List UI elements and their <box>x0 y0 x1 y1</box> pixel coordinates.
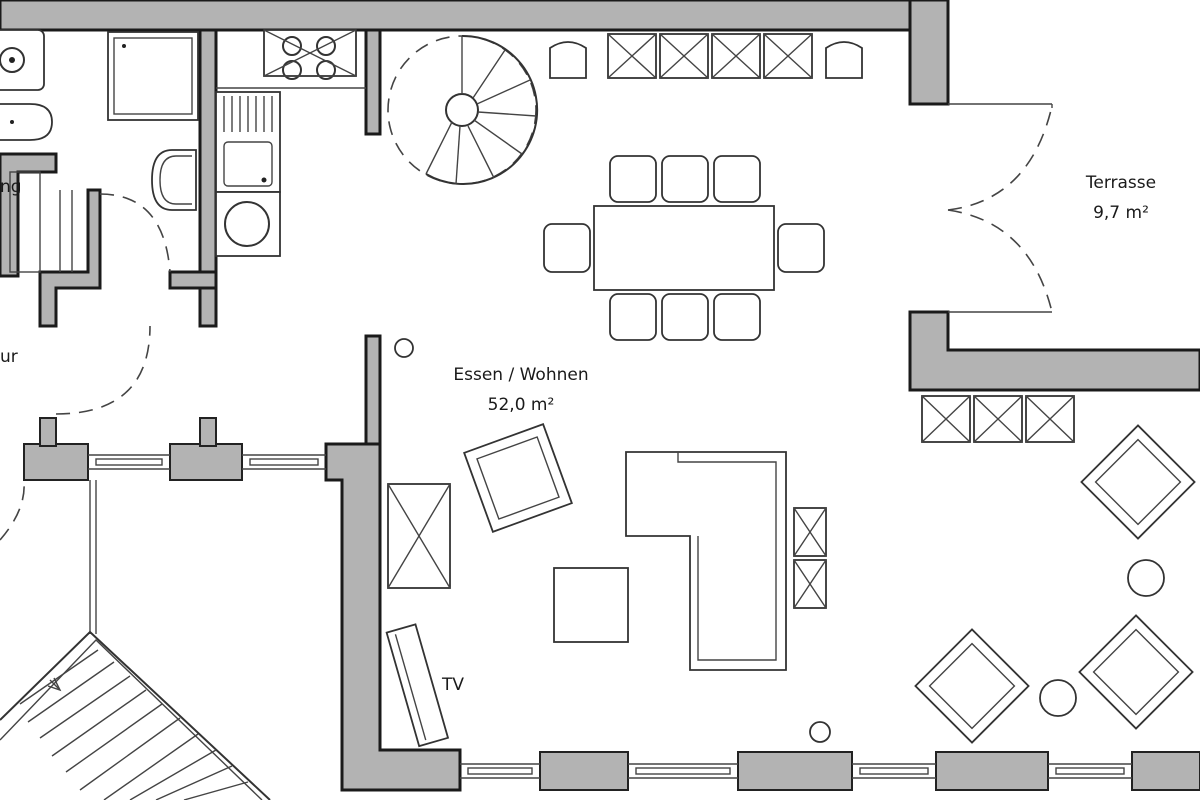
stair-treads <box>19 649 249 800</box>
windows <box>88 454 1132 779</box>
plant-2 <box>809 721 831 743</box>
plant-1 <box>394 338 414 358</box>
pier-2 <box>169 443 243 481</box>
bottom-pier-1 <box>539 751 629 791</box>
shower-tray <box>107 31 199 121</box>
chair-top-2 <box>825 41 863 79</box>
partition-mid <box>364 334 382 446</box>
living-room-name: Essen / Wohnen <box>453 365 588 385</box>
terrace-lower-wall <box>908 310 1200 392</box>
sofa <box>625 451 787 671</box>
bathroom-fixtures <box>0 29 199 273</box>
door-swing-lower-left <box>0 481 25 541</box>
terrace-name: Terrasse <box>1085 173 1156 193</box>
labels: Essen / Wohnen 52,0 m² Terrasse 9,7 m² n… <box>0 173 1156 695</box>
side-table-2 <box>1039 679 1077 717</box>
door-swing-left <box>99 193 171 273</box>
terrace-door-upper <box>947 105 1053 211</box>
left-partition-b <box>38 188 102 328</box>
terrace-door-lower <box>947 209 1053 313</box>
staircase <box>0 480 271 800</box>
pier-4 <box>199 417 217 447</box>
lounge-chair-2 <box>914 628 1030 744</box>
spiral-staircase <box>387 34 539 185</box>
shelf-boxes <box>607 33 813 79</box>
lounge-furniture <box>914 395 1196 744</box>
wash-basin <box>151 149 197 211</box>
armchair <box>463 423 573 533</box>
kitchen-fixtures <box>215 29 366 257</box>
doors <box>0 103 1053 541</box>
left-room-fragment: ng <box>0 177 22 197</box>
right-wall-upper <box>908 0 950 106</box>
partition-kitchen <box>364 28 382 136</box>
side-table-1 <box>1127 559 1165 597</box>
living-furniture <box>385 338 831 748</box>
pier-1 <box>23 443 89 481</box>
top-row-furniture <box>549 33 863 79</box>
living-left-wall <box>324 442 462 792</box>
chair-top-1 <box>549 41 587 79</box>
pier-3 <box>39 417 57 447</box>
lounge-chair-1 <box>1080 424 1196 540</box>
bottom-pier-3 <box>935 751 1049 791</box>
lounge-chair-3 <box>1078 614 1194 730</box>
terrace-area: 9,7 m² <box>1093 203 1149 223</box>
bathtub <box>9 171 41 273</box>
living-room-area: 52,0 m² <box>488 395 555 415</box>
sink-fixture <box>0 29 45 91</box>
window-upper-left <box>88 454 326 470</box>
hall-fragment: ur <box>0 347 18 367</box>
tv-label: TV <box>441 675 464 695</box>
cabinet-row <box>921 395 1075 443</box>
tv-board <box>385 623 450 748</box>
window-bottom <box>460 763 1132 779</box>
bottom-pier-4 <box>1131 751 1200 791</box>
dining-set <box>543 155 825 341</box>
drainboard-ribs <box>223 96 273 132</box>
toilet-fixture <box>0 103 53 141</box>
top-wall <box>0 0 950 32</box>
bottom-pier-2 <box>737 751 853 791</box>
left-partition-c <box>168 270 218 290</box>
dining-table <box>593 205 775 291</box>
door-swing-hall <box>55 325 151 415</box>
coffee-table <box>553 567 629 643</box>
